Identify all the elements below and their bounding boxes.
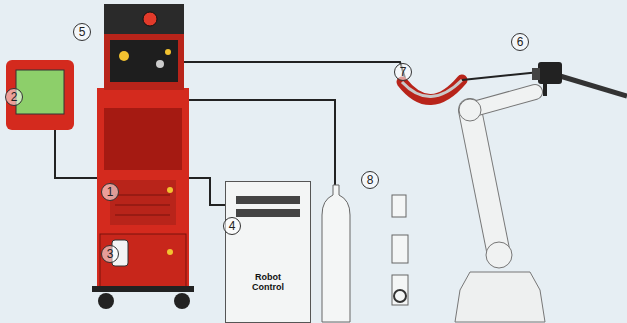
cabinet-label: Robot Control	[243, 272, 293, 292]
hose-pack	[402, 80, 462, 100]
robot-joint	[459, 99, 481, 121]
robot-lower-arm	[470, 110, 499, 255]
remote-screen	[16, 70, 64, 114]
power-source	[97, 88, 189, 288]
vent	[115, 195, 170, 196]
callout-number: 7	[394, 63, 412, 81]
indicator	[167, 187, 173, 193]
control-cable	[189, 178, 226, 205]
wire-spool-box	[392, 275, 408, 305]
callout-number: 8	[361, 171, 379, 189]
wheel	[174, 293, 190, 309]
callout-number: 6	[511, 33, 529, 51]
callout-number: 2	[5, 88, 23, 106]
robot-lower-arm	[470, 110, 499, 255]
control-cabinet: Robot Control	[225, 181, 311, 323]
torch-cable	[560, 76, 627, 96]
wheel	[98, 293, 114, 309]
wire-spool	[394, 290, 406, 302]
remote-cable	[55, 130, 97, 178]
knob	[119, 51, 129, 61]
callout-number: 1	[101, 183, 119, 201]
welding-torch	[538, 62, 562, 84]
power-source-panel	[110, 180, 176, 225]
hose-pack	[402, 80, 462, 97]
robot-base	[455, 272, 545, 322]
connector	[156, 60, 164, 68]
vent	[115, 215, 170, 216]
callout-number: 3	[101, 245, 119, 263]
cooling-unit	[100, 234, 186, 288]
power-source-panel	[104, 108, 182, 170]
indicator	[167, 249, 173, 255]
hose-pack-cable	[184, 62, 405, 78]
robot-joint	[486, 242, 512, 268]
gas-cylinder	[322, 185, 350, 322]
hose-pack-cable	[462, 72, 540, 80]
gas-hose	[184, 100, 335, 190]
consumable-can	[392, 195, 406, 217]
consumable-can	[392, 235, 408, 263]
wire-feeder	[104, 4, 184, 90]
callout-number: 5	[73, 23, 91, 41]
callout-number: 4	[223, 217, 241, 235]
wire-feeder-panel	[110, 40, 178, 82]
remote-control	[6, 60, 74, 130]
vent	[115, 205, 170, 206]
wire-feeder-top	[104, 4, 184, 34]
indicator	[143, 12, 157, 26]
welding-torch	[532, 68, 540, 80]
trolley-base	[92, 286, 194, 292]
connector	[165, 49, 171, 55]
torch-neck	[543, 84, 547, 96]
